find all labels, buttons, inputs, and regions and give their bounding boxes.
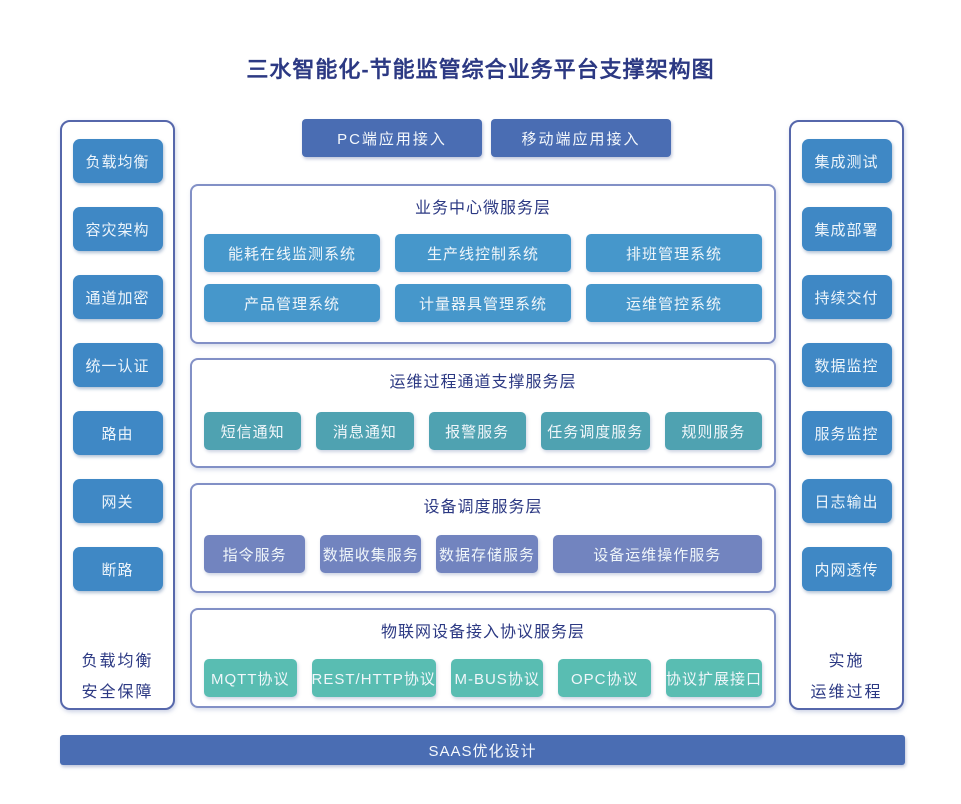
box-message-notification: 消息通知 bbox=[316, 412, 414, 450]
box-opc-protocol: OPC协议 bbox=[558, 659, 651, 697]
left-panel-caption-line1: 负载均衡 bbox=[81, 653, 154, 670]
left-panel-item-disaster-recovery: 容灾架构 bbox=[72, 207, 163, 251]
left-panel-item-unified-auth: 统一认证 bbox=[72, 343, 163, 387]
right-panel-item-continuous-delivery: 持续交付 bbox=[801, 275, 892, 319]
box-metering-instrument-management-system: 计量器具管理系统 bbox=[395, 284, 571, 322]
box-command-service: 指令服务 bbox=[204, 535, 306, 573]
layer-device-dispatch: 设备调度服务层 指令服务 数据收集服务 数据存储服务 设备运维操作服务 bbox=[190, 483, 776, 593]
layer-row: 能耗在线监测系统 生产线控制系统 排班管理系统 bbox=[204, 234, 762, 272]
right-panel-item-log-output: 日志输出 bbox=[801, 479, 892, 523]
layer-title: 设备调度服务层 bbox=[423, 499, 543, 516]
app-access-row: PC端应用接入 移动端应用接入 bbox=[302, 119, 671, 157]
page-title: 三水智能化-节能监管综合业务平台支撑架构图 bbox=[246, 57, 715, 82]
left-panel-item-channel-encryption: 通道加密 bbox=[72, 275, 163, 319]
layer-stack: 业务中心微服务层 能耗在线监测系统 生产线控制系统 排班管理系统 产品管理系统 … bbox=[190, 184, 776, 708]
box-shift-management-system: 排班管理系统 bbox=[586, 234, 762, 272]
layer-ops-channel-support: 运维过程通道支撑服务层 短信通知 消息通知 报警服务 任务调度服务 规则服务 bbox=[190, 358, 776, 468]
box-mqtt-protocol: MQTT协议 bbox=[204, 659, 297, 697]
layer-row: 短信通知 消息通知 报警服务 任务调度服务 规则服务 bbox=[204, 412, 762, 450]
right-panel-item-integration-deploy: 集成部署 bbox=[801, 207, 892, 251]
saas-optimization-bar: SAAS优化设计 bbox=[60, 735, 905, 765]
layer-title: 业务中心微服务层 bbox=[414, 200, 551, 217]
box-product-management-system: 产品管理系统 bbox=[204, 284, 380, 322]
box-sms-notification: 短信通知 bbox=[204, 412, 302, 450]
right-panel-item-service-monitoring: 服务监控 bbox=[801, 411, 892, 455]
mobile-access-box: 移动端应用接入 bbox=[491, 119, 671, 157]
left-panel-item-circuit-break: 断路 bbox=[72, 547, 163, 591]
box-alarm-service: 报警服务 bbox=[428, 412, 526, 450]
layer-row: MQTT协议 REST/HTTP协议 M-BUS协议 OPC协议 协议扩展接口 bbox=[204, 659, 762, 697]
layer-title: 物联网设备接入协议服务层 bbox=[380, 624, 585, 641]
box-task-scheduling-service: 任务调度服务 bbox=[540, 412, 650, 450]
left-panel-item-gateway: 网关 bbox=[72, 479, 163, 523]
layer-business-microservices: 业务中心微服务层 能耗在线监测系统 生产线控制系统 排班管理系统 产品管理系统 … bbox=[190, 184, 776, 344]
left-panel-caption-line2: 安全保障 bbox=[81, 684, 154, 701]
right-panel: 集成测试 集成部署 持续交付 数据监控 服务监控 日志输出 内网透传 实施 运维… bbox=[789, 120, 904, 710]
box-rule-service: 规则服务 bbox=[664, 412, 762, 450]
pc-access-box: PC端应用接入 bbox=[302, 119, 482, 157]
right-panel-item-data-monitoring: 数据监控 bbox=[801, 343, 892, 387]
layer-iot-protocol-access: 物联网设备接入协议服务层 MQTT协议 REST/HTTP协议 M-BUS协议 … bbox=[190, 608, 776, 708]
layer-title: 运维过程通道支撑服务层 bbox=[389, 374, 577, 391]
left-panel-item-routing: 路由 bbox=[72, 411, 163, 455]
box-ops-control-system: 运维管控系统 bbox=[586, 284, 762, 322]
left-panel: 负载均衡 容灾架构 通道加密 统一认证 路由 网关 断路 负载均衡 安全保障 bbox=[60, 120, 175, 710]
right-panel-caption-line2: 运维过程 bbox=[810, 684, 883, 701]
box-device-ops-operation-service: 设备运维操作服务 bbox=[552, 535, 763, 573]
left-panel-item-load-balance: 负载均衡 bbox=[72, 139, 163, 183]
right-panel-item-intranet-passthrough: 内网透传 bbox=[801, 547, 892, 591]
right-panel-caption-line1: 实施 bbox=[828, 653, 865, 670]
box-production-line-control-system: 生产线控制系统 bbox=[395, 234, 571, 272]
layer-row: 指令服务 数据收集服务 数据存储服务 设备运维操作服务 bbox=[204, 535, 763, 573]
left-panel-caption: 负载均衡 安全保障 bbox=[81, 646, 153, 708]
box-data-storage-service: 数据存储服务 bbox=[436, 535, 538, 573]
box-energy-monitoring-system: 能耗在线监测系统 bbox=[204, 234, 380, 272]
box-data-collection-service: 数据收集服务 bbox=[320, 535, 422, 573]
right-panel-item-integration-test: 集成测试 bbox=[801, 139, 892, 183]
box-rest-http-protocol: REST/HTTP协议 bbox=[311, 659, 436, 697]
box-mbus-protocol: M-BUS协议 bbox=[450, 659, 544, 697]
box-protocol-extension-interface: 协议扩展接口 bbox=[665, 659, 762, 697]
layer-row: 产品管理系统 计量器具管理系统 运维管控系统 bbox=[204, 284, 762, 322]
right-panel-caption: 实施 运维过程 bbox=[810, 646, 882, 708]
